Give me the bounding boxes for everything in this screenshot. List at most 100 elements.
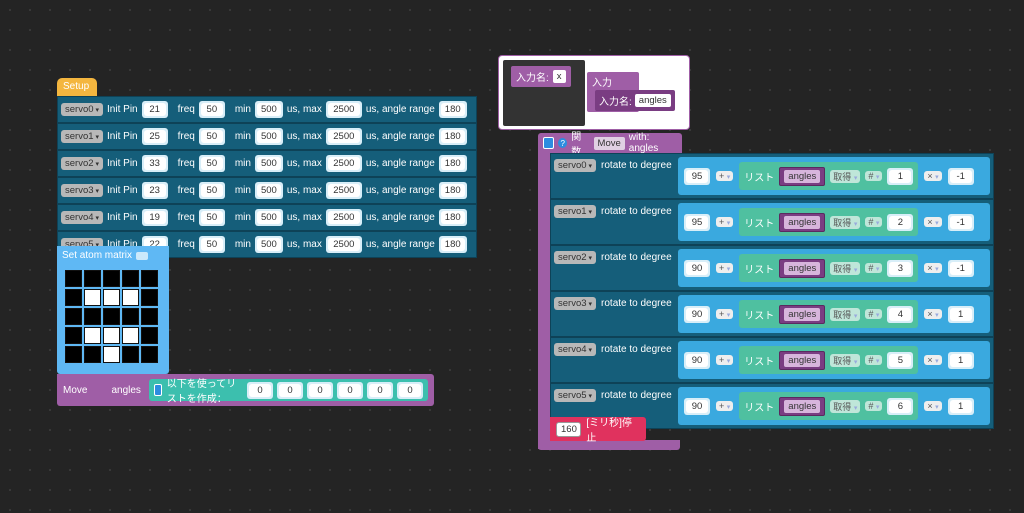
range-value[interactable]: 180 xyxy=(440,157,465,170)
list-item-value[interactable]: 0 xyxy=(399,383,421,397)
list-get-block[interactable]: リスト angles 取得 ▾ # ▾ 1 xyxy=(739,162,919,190)
freq-field[interactable]: 50 xyxy=(198,182,225,199)
function-name-field[interactable]: Move xyxy=(593,136,625,150)
index-mode-dropdown[interactable]: # ▾ xyxy=(865,355,883,365)
led-cell[interactable] xyxy=(122,270,139,287)
led-cell[interactable] xyxy=(65,346,82,363)
led-cell[interactable] xyxy=(103,308,120,325)
rotate-row[interactable]: servo1▾ rotate to degree 95 + ▾ リスト angl… xyxy=(550,199,994,245)
min-field[interactable]: 500 xyxy=(254,128,283,145)
get-mode-dropdown[interactable]: 取得 ▾ xyxy=(830,215,861,229)
freq-field[interactable]: 50 xyxy=(198,209,225,226)
rotate-row[interactable]: servo4▾ rotate to degree 90 + ▾ リスト angl… xyxy=(550,337,994,383)
index-value[interactable]: 4 xyxy=(889,307,912,321)
times-operator-dropdown[interactable]: × ▾ xyxy=(924,217,942,227)
rotate-row[interactable]: servo2▾ rotate to degree 90 + ▾ リスト angl… xyxy=(550,245,994,291)
range-field[interactable]: 180 xyxy=(438,128,467,145)
range-value[interactable]: 180 xyxy=(440,238,465,251)
help-icon[interactable]: ? xyxy=(558,138,568,148)
times-operator-dropdown[interactable]: × ▾ xyxy=(924,171,942,181)
led-cell[interactable] xyxy=(122,289,139,306)
pin-value[interactable]: 21 xyxy=(143,103,166,116)
max-value[interactable]: 2500 xyxy=(327,211,360,224)
range-field[interactable]: 180 xyxy=(438,155,467,172)
arith-block[interactable]: 90 + ▾ リスト angles 取得 ▾ # ▾ 5 × ▾ 1 xyxy=(678,341,990,379)
index-value[interactable]: 2 xyxy=(889,215,912,229)
max-field[interactable]: 2500 xyxy=(325,209,362,226)
base-angle-field[interactable]: 95 xyxy=(684,213,710,231)
max-field[interactable]: 2500 xyxy=(325,155,362,172)
list-item-value[interactable]: 0 xyxy=(369,383,391,397)
min-value[interactable]: 500 xyxy=(256,238,281,251)
multiplier-field[interactable]: -1 xyxy=(947,259,974,277)
pin-value[interactable]: 33 xyxy=(143,157,166,170)
plus-operator-dropdown[interactable]: + ▾ xyxy=(716,355,734,365)
pin-field[interactable]: 33 xyxy=(141,155,168,172)
pin-value[interactable]: 23 xyxy=(143,184,166,197)
led-cell[interactable] xyxy=(141,289,158,306)
input-name-value[interactable]: x xyxy=(552,70,566,83)
plus-operator-dropdown[interactable]: + ▾ xyxy=(716,171,734,181)
base-angle-field[interactable]: 95 xyxy=(684,167,710,185)
servo-dropdown[interactable]: servo3▾ xyxy=(554,297,597,310)
get-mode-dropdown[interactable]: 取得 ▾ xyxy=(830,261,861,275)
list-get-block[interactable]: リスト angles 取得 ▾ # ▾ 6 xyxy=(739,392,919,420)
multiplier-value[interactable]: 1 xyxy=(949,399,972,413)
freq-field[interactable]: 50 xyxy=(198,101,225,118)
max-value[interactable]: 2500 xyxy=(327,157,360,170)
times-operator-dropdown[interactable]: × ▾ xyxy=(924,401,942,411)
led-cell[interactable] xyxy=(65,308,82,325)
range-value[interactable]: 180 xyxy=(440,184,465,197)
list-var-dropdown[interactable]: angles xyxy=(779,212,826,232)
wait-ms-input[interactable]: 160 xyxy=(556,421,582,437)
index-mode-dropdown[interactable]: # ▾ xyxy=(865,217,883,227)
max-value[interactable]: 2500 xyxy=(327,184,360,197)
base-angle-field[interactable]: 90 xyxy=(684,351,710,369)
servo-dropdown[interactable]: servo0▾ xyxy=(554,159,597,172)
max-value[interactable]: 2500 xyxy=(327,103,360,116)
multiplier-field[interactable]: 1 xyxy=(947,397,974,415)
freq-value[interactable]: 50 xyxy=(200,211,223,224)
list-item-field[interactable]: 0 xyxy=(337,381,363,399)
led-cell[interactable] xyxy=(84,346,101,363)
min-value[interactable]: 500 xyxy=(256,130,281,143)
base-angle-value[interactable]: 95 xyxy=(686,169,708,183)
pin-value[interactable]: 25 xyxy=(143,130,166,143)
led-cell[interactable] xyxy=(103,346,120,363)
min-field[interactable]: 500 xyxy=(254,101,283,118)
min-value[interactable]: 500 xyxy=(256,211,281,224)
index-value[interactable]: 3 xyxy=(889,261,912,275)
arith-block[interactable]: 95 + ▾ リスト angles 取得 ▾ # ▾ 2 × ▾ -1 xyxy=(678,203,990,241)
list-item-value[interactable]: 0 xyxy=(279,383,301,397)
times-operator-dropdown[interactable]: × ▾ xyxy=(924,309,942,319)
get-mode-dropdown[interactable]: 取得 ▾ xyxy=(830,353,861,367)
times-operator-dropdown[interactable]: × ▾ xyxy=(924,263,942,273)
min-value[interactable]: 500 xyxy=(256,184,281,197)
list-var-dropdown[interactable]: angles xyxy=(779,396,826,416)
servo-dropdown[interactable]: servo2▾ xyxy=(61,157,104,170)
min-value[interactable]: 500 xyxy=(256,157,281,170)
index-field[interactable]: 6 xyxy=(887,397,914,415)
plus-operator-dropdown[interactable]: + ▾ xyxy=(716,309,734,319)
mutator-gear-icon[interactable] xyxy=(153,384,162,396)
rotate-row[interactable]: servo3▾ rotate to degree 90 + ▾ リスト angl… xyxy=(550,291,994,337)
led-cell[interactable] xyxy=(141,327,158,344)
max-field[interactable]: 2500 xyxy=(325,128,362,145)
mutator-input-item[interactable]: 入力名: x xyxy=(511,66,571,87)
range-field[interactable]: 180 xyxy=(438,101,467,118)
led-cell[interactable] xyxy=(122,308,139,325)
pin-field[interactable]: 21 xyxy=(141,101,168,118)
pin-field[interactable]: 23 xyxy=(141,182,168,199)
multiplier-value[interactable]: 1 xyxy=(949,307,972,321)
index-mode-dropdown[interactable]: # ▾ xyxy=(865,171,883,181)
list-item-field[interactable]: 0 xyxy=(277,381,303,399)
index-mode-dropdown[interactable]: # ▾ xyxy=(865,309,883,319)
led-cell[interactable] xyxy=(141,346,158,363)
min-field[interactable]: 500 xyxy=(254,155,283,172)
index-field[interactable]: 2 xyxy=(887,213,914,231)
led-cell[interactable] xyxy=(141,308,158,325)
base-angle-value[interactable]: 90 xyxy=(686,261,708,275)
